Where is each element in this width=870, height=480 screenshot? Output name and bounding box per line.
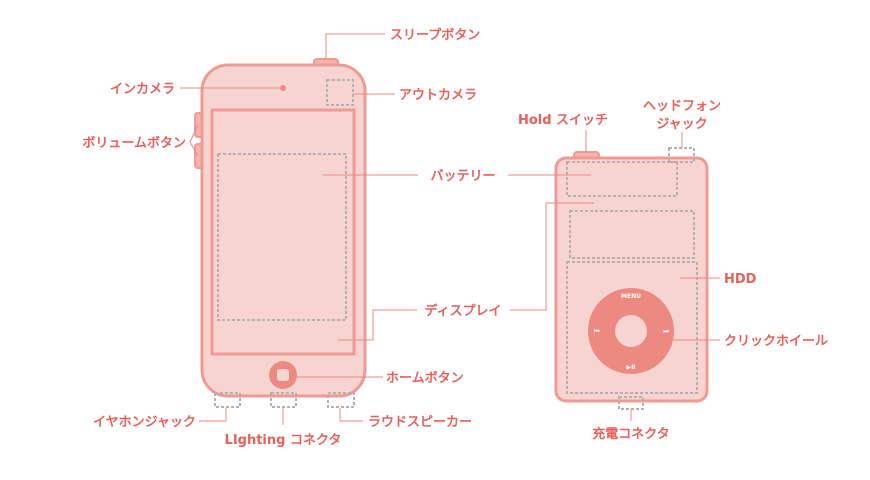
hdd-area [566, 261, 698, 394]
label-charge-connector: 充電コネクタ [592, 426, 669, 442]
phone [194, 58, 367, 408]
home-button-inner [277, 369, 289, 381]
labels: スリープボタン インカメラ アウトカメラ ボリュームボタン バッテリー ディスプ… [82, 27, 828, 448]
label-earphone-jack: イヤホンジャック [93, 415, 196, 430]
battery-area-player [566, 161, 678, 197]
rear-camera-area [326, 79, 354, 106]
front-camera [280, 85, 286, 91]
leader-display [338, 309, 417, 341]
center-button [615, 315, 647, 347]
label-headphone-jack-2: ジャック [656, 117, 707, 132]
leader-sleep [325, 33, 385, 59]
speaker-area [327, 392, 355, 408]
wheel-next-icon: ⏭ [663, 328, 669, 335]
label-volume-button: ボリュームボタン [82, 135, 186, 151]
label-rear-camera: アウトカメラ [399, 88, 477, 103]
phone-screen [210, 108, 356, 356]
label-hold-switch: Hold スイッチ [518, 113, 608, 128]
wheel-prev-icon: ⏮ [594, 328, 600, 335]
wheel-play-icon: ▶II [626, 364, 635, 371]
label-front-camera: インカメラ [110, 82, 175, 97]
label-click-wheel: クリックホイール [724, 334, 828, 349]
label-hdd: HDD [724, 272, 757, 287]
lightning-connector-area [270, 392, 297, 408]
label-speaker: ラウドスピーカー [368, 415, 472, 430]
label-lightning-connector: LIghting コネクタ [225, 433, 342, 448]
label-display: ディスプレイ [424, 303, 501, 319]
leader-speaker [339, 408, 363, 422]
leader-earphone [199, 408, 227, 422]
battery-area [217, 153, 347, 321]
label-sleep-button: スリープボタン [390, 27, 480, 43]
label-home-button: ホームボタン [386, 370, 464, 386]
leader-lines [180, 33, 720, 425]
wheel-menu-label: MENU [621, 293, 641, 300]
leader-volume-a [189, 124, 199, 143]
label-headphone-jack-1: ヘッドフォン [643, 99, 721, 114]
leader-volume-b [189, 141, 199, 157]
earphone-jack-area [214, 392, 241, 408]
player-screen [569, 210, 695, 259]
leader-display-player [510, 202, 594, 311]
label-battery: バッテリー [430, 169, 495, 184]
